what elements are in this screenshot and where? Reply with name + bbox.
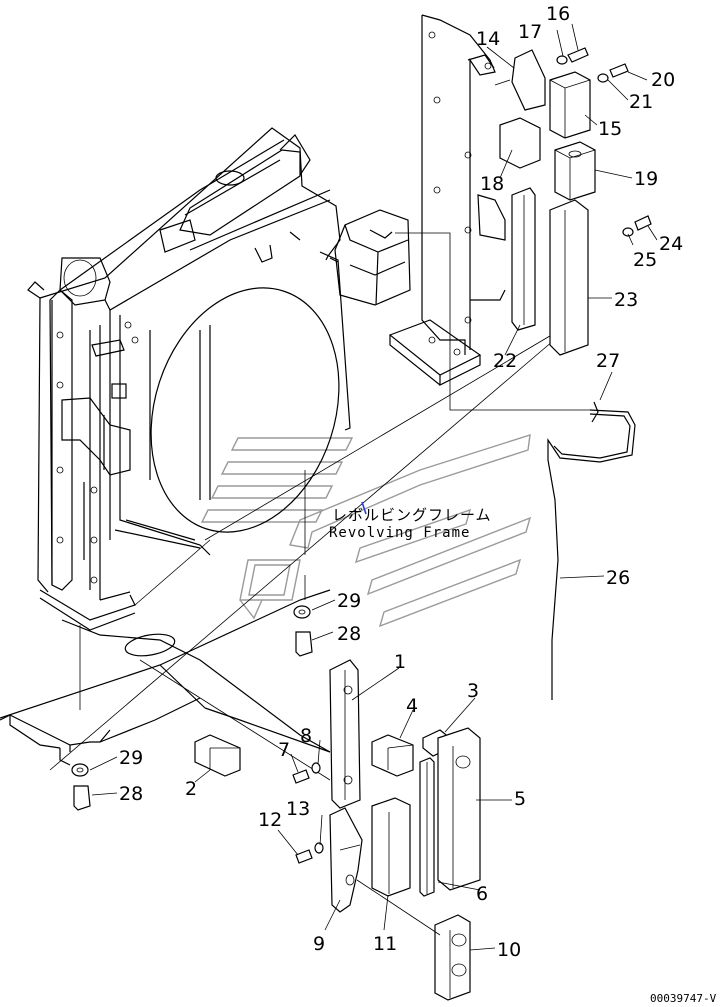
- callout-5: 5: [514, 788, 526, 810]
- callout-6: 6: [476, 883, 488, 905]
- label-en: Revolving Frame: [329, 525, 470, 541]
- callout-14: 14: [476, 28, 500, 50]
- callout-numbers: 1 2 3 4 5 6 7 8 9 10 11 12 13 14 15 16 1…: [119, 3, 683, 961]
- callout-20: 20: [651, 69, 675, 91]
- callout-8: 8: [300, 725, 312, 747]
- tank-bracket: [388, 14, 506, 386]
- callout-7: 7: [278, 739, 290, 761]
- hose-and-clip: [547, 371, 636, 700]
- reservoir-tank: [329, 209, 411, 306]
- lower-right-parts: [295, 727, 481, 1001]
- lower-middle-parts: [71, 605, 414, 811]
- label-jp: レボルビングフレーム: [332, 506, 492, 524]
- callout-2: 2: [185, 778, 197, 800]
- watermark-logo: [200, 433, 532, 628]
- callout-15: 15: [598, 118, 622, 140]
- callout-29-lower: 29: [119, 747, 143, 769]
- callout-27: 27: [596, 350, 620, 372]
- callout-17: 17: [518, 21, 542, 43]
- callout-24: 24: [659, 233, 683, 255]
- callout-11: 11: [373, 933, 397, 955]
- callout-13: 13: [286, 798, 310, 820]
- radiator-frame: [27, 127, 351, 631]
- revolving-frame-label: レボルビングフレーム Revolving Frame: [329, 501, 492, 541]
- callout-4: 4: [406, 695, 418, 717]
- callout-25: 25: [633, 249, 657, 271]
- callout-10: 10: [497, 939, 521, 961]
- callout-1: 1: [394, 651, 406, 673]
- upper-right-parts: [494, 47, 652, 356]
- callout-3: 3: [467, 680, 479, 702]
- callout-16: 16: [546, 3, 570, 25]
- leader-lines: [49, 232, 590, 781]
- callout-18: 18: [480, 173, 504, 195]
- callout-29-upper: 29: [337, 590, 361, 612]
- callout-12: 12: [258, 809, 282, 831]
- callout-28-lower: 28: [119, 783, 143, 805]
- callout-28-upper: 28: [337, 623, 361, 645]
- callout-26: 26: [606, 567, 630, 589]
- drawing-code: 00039747-V: [650, 992, 717, 1005]
- callout-19: 19: [634, 168, 658, 190]
- callout-leaders: [89, 23, 658, 951]
- callout-9: 9: [313, 933, 325, 955]
- callout-22: 22: [493, 350, 517, 372]
- callout-21: 21: [629, 91, 653, 113]
- callout-23: 23: [614, 289, 638, 311]
